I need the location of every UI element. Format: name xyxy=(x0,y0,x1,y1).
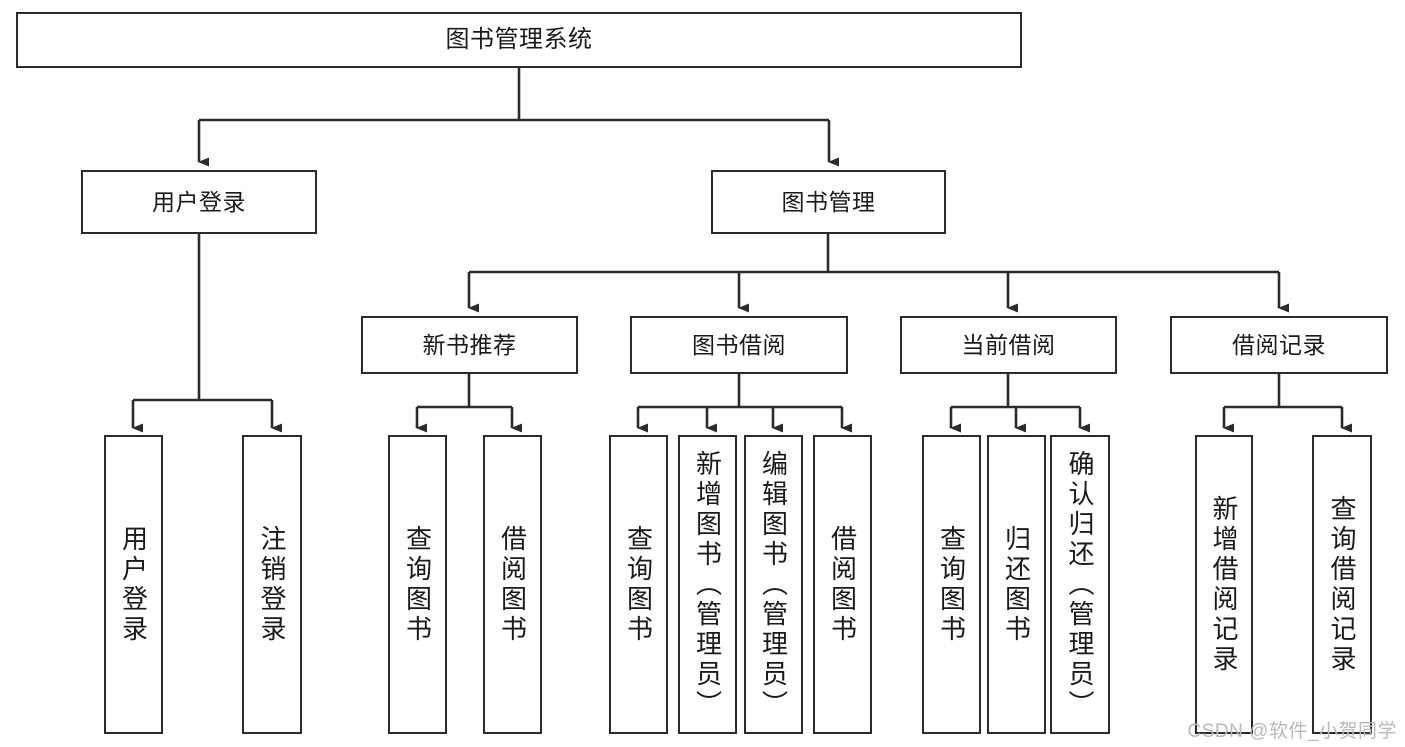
node-leaf-borrow-book-1[interactable]: 借阅图书 xyxy=(483,435,542,734)
node-leaf-query-borrow-record-label: 查询借阅记录 xyxy=(1327,494,1357,675)
node-root[interactable]: 图书管理系统 xyxy=(16,12,1022,68)
node-leaf-query-book-2[interactable]: 查询图书 xyxy=(609,435,668,734)
node-leaf-query-book-1-label: 查询图书 xyxy=(402,524,433,645)
node-leaf-add-borrow-record[interactable]: 新增借阅记录 xyxy=(1195,435,1253,734)
node-leaf-user-login-label: 用户登录 xyxy=(118,524,149,645)
edge-new-book-rec-to-leaves xyxy=(415,374,522,433)
node-book-manage[interactable]: 图书管理 xyxy=(711,170,946,234)
node-root-label: 图书管理系统 xyxy=(445,26,593,54)
node-book-borrow[interactable]: 图书借阅 xyxy=(630,316,848,374)
node-leaf-logout-label: 注销登录 xyxy=(257,524,287,645)
node-new-book-recommend-label: 新书推荐 xyxy=(422,331,517,358)
node-leaf-return-book[interactable]: 归还图书 xyxy=(987,435,1046,734)
node-current-borrow[interactable]: 当前借阅 xyxy=(900,316,1117,374)
edge-book-manage-to-level3 xyxy=(467,234,1289,313)
node-user-login[interactable]: 用户登录 xyxy=(81,170,317,234)
node-leaf-borrow-book-1-label: 借阅图书 xyxy=(497,524,528,645)
node-current-borrow-label: 当前借阅 xyxy=(961,331,1056,358)
edge-current-borrow-to-leaves xyxy=(949,374,1090,433)
edge-book-borrow-to-leaves xyxy=(636,374,852,433)
node-new-book-recommend[interactable]: 新书推荐 xyxy=(361,316,578,374)
node-leaf-return-book-label: 归还图书 xyxy=(1001,524,1032,645)
node-leaf-query-book-2-label: 查询图书 xyxy=(623,524,654,645)
node-leaf-borrow-book-2[interactable]: 借阅图书 xyxy=(813,435,872,734)
node-leaf-borrow-book-2-label: 借阅图书 xyxy=(827,524,858,645)
node-user-login-label: 用户登录 xyxy=(152,188,246,215)
node-borrow-record-label: 借阅记录 xyxy=(1232,331,1326,358)
node-leaf-confirm-return-admin[interactable]: 确认归还（管理员） xyxy=(1050,435,1110,734)
node-leaf-edit-book-admin[interactable]: 编辑图书（管理员） xyxy=(744,435,803,734)
node-leaf-confirm-return-admin-label: 确认归还（管理员） xyxy=(1065,449,1095,720)
node-leaf-query-book-3[interactable]: 查询图书 xyxy=(922,435,981,734)
node-leaf-edit-book-admin-label: 编辑图书（管理员） xyxy=(758,449,789,720)
edge-root-to-level2 xyxy=(197,68,839,167)
node-book-borrow-label: 图书借阅 xyxy=(692,331,786,358)
node-leaf-query-book-1[interactable]: 查询图书 xyxy=(388,435,447,734)
edge-borrow-record-to-leaves xyxy=(1222,374,1352,433)
node-borrow-record[interactable]: 借阅记录 xyxy=(1170,316,1388,374)
node-leaf-query-book-3-label: 查询图书 xyxy=(936,524,967,645)
node-leaf-user-login[interactable]: 用户登录 xyxy=(104,435,163,734)
edge-user-login-to-leaves xyxy=(131,234,282,433)
node-leaf-add-borrow-record-label: 新增借阅记录 xyxy=(1209,494,1239,675)
node-leaf-query-borrow-record[interactable]: 查询借阅记录 xyxy=(1312,435,1372,734)
node-leaf-logout[interactable]: 注销登录 xyxy=(242,435,302,734)
node-leaf-add-book-admin[interactable]: 新增图书（管理员） xyxy=(678,435,737,734)
node-leaf-add-book-admin-label: 新增图书（管理员） xyxy=(692,449,723,720)
node-book-manage-label: 图书管理 xyxy=(781,188,876,215)
